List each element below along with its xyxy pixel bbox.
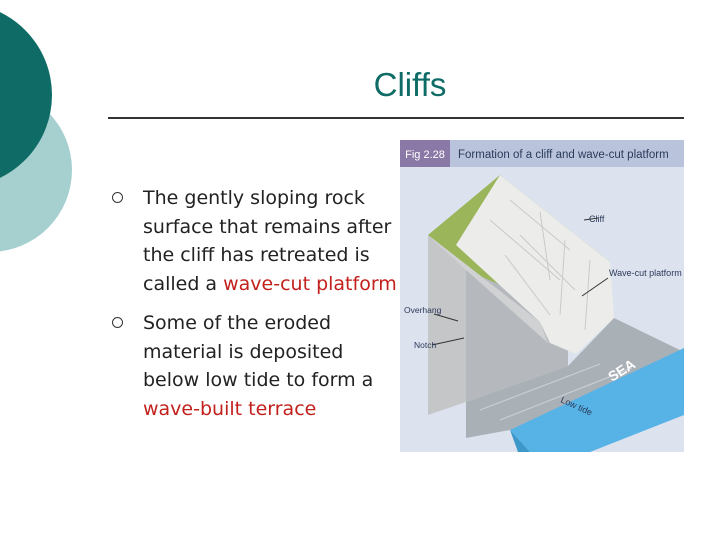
platform-label: Wave-cut platform: [609, 268, 682, 278]
cliff-cracks: [489, 199, 591, 331]
figure-caption: Formation of a cliff and wave-cut platfo…: [458, 149, 669, 161]
overhang-label: Overhang: [404, 305, 442, 315]
bullet-body: Some of the eroded material is deposited…: [143, 311, 374, 392]
leader-line: [431, 337, 465, 346]
bullet-ring-icon: [112, 192, 123, 203]
bullet-item-terrace: Some of the eroded material is deposited…: [112, 309, 397, 424]
bullet-body: The gently sloping rock surface that rem…: [143, 187, 392, 296]
notch-label: Notch: [414, 340, 436, 350]
figure-number: Fig 2.28: [405, 149, 445, 161]
bullet-text: The gently sloping rock surface that rem…: [143, 184, 397, 299]
title-divider: [108, 117, 684, 119]
wave-cut-platform: [466, 318, 684, 438]
bullet-ring-icon: [112, 316, 123, 328]
page-title: Cliffs: [373, 66, 447, 103]
cliff-face: [456, 175, 614, 354]
cliff-diagram: Fig 2.28 Formation of a cliff and wave-c…: [400, 140, 684, 452]
decorative-circles: [0, 12, 72, 252]
label-platform: Wave-cut platform: [581, 268, 682, 297]
label-notch: Notch: [414, 337, 465, 350]
label-overhang: Overhang: [404, 305, 459, 322]
sea-area: [510, 348, 684, 452]
leader-line: [433, 313, 459, 322]
bullet-highlight: wave-cut platform: [223, 273, 397, 296]
leader-line: [581, 277, 609, 297]
leader-line: [583, 217, 599, 221]
cliff-front-edge: [428, 235, 548, 343]
sea-edge: [510, 430, 530, 452]
bullet-list: The gently sloping rock surface that rem…: [112, 184, 397, 434]
land-side-face: [428, 235, 466, 415]
bullet-highlight: wave-built terrace: [143, 397, 317, 420]
label-cliff: Cliff: [583, 214, 605, 224]
deco-circle-dark: [0, 12, 52, 178]
bullet-item-platform: The gently sloping rock surface that rem…: [112, 184, 397, 299]
bullet-text: Some of the eroded material is deposited…: [143, 309, 397, 424]
cliff-label: Cliff: [589, 214, 605, 224]
figure-tag: [400, 140, 450, 167]
